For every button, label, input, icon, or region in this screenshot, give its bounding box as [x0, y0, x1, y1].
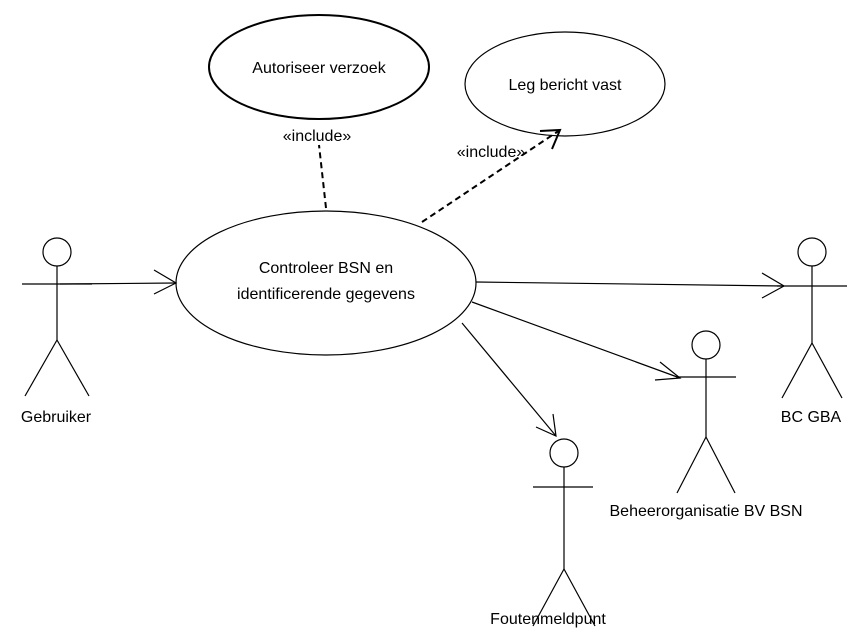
stereotype-include-autoriseer: «include» [283, 128, 352, 145]
include-dependency-leg-bericht [421, 129, 561, 223]
actor-label-gebruiker: Gebruiker [21, 409, 92, 426]
use-case-controleer-bsn[interactable] [175, 210, 477, 356]
include-arrowhead-leg-bericht [539, 128, 562, 150]
actor-label-bc-gba: BC GBA [781, 409, 842, 426]
use-case-label-autoriseer: Autoriseer verzoek [252, 60, 386, 77]
stereotype-include-leg-bericht: «include» [457, 144, 526, 161]
use-case-label-controleer-line2: identificerende gegevens [237, 286, 415, 303]
actor-beheerorganisatie[interactable] [676, 330, 736, 494]
actor-gebruiker[interactable] [22, 237, 92, 397]
actor-foutenmeldpunt[interactable] [532, 438, 596, 627]
association-bc-gba [475, 281, 785, 287]
use-case-leg-bericht-vast[interactable] [464, 31, 666, 137]
use-case-autoriseer-verzoek[interactable] [208, 14, 430, 120]
association-foutenmeldpunt-arrowhead [535, 413, 557, 437]
actor-label-beheerorganisatie: Beheerorganisatie BV BSN [610, 503, 803, 520]
association-beheerorganisatie [471, 301, 681, 379]
association-foutenmeldpunt [461, 322, 557, 437]
include-dependency-autoriseer [318, 144, 327, 209]
association-beheerorganisatie-arrowhead [654, 361, 682, 381]
actor-label-foutenmeldpunt: Foutenmeldpunt [490, 611, 606, 628]
actor-bc-gba[interactable] [777, 237, 847, 399]
association-gebruiker-arrowhead [153, 269, 178, 295]
use-case-label-controleer-line1: Controleer BSN en [259, 260, 393, 277]
use-case-label-leg-bericht: Leg bericht vast [509, 77, 623, 94]
